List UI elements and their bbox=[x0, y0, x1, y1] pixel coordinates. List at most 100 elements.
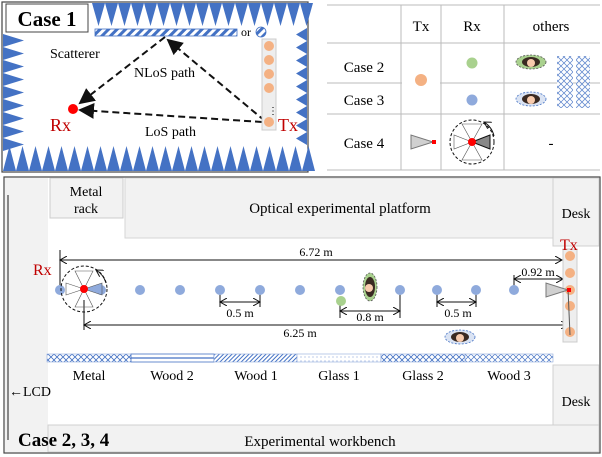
absorber-wedge bbox=[144, 3, 157, 26]
person-blue-icon bbox=[515, 91, 547, 107]
desk-bottom-region bbox=[552, 364, 600, 426]
absorber-wedge bbox=[146, 146, 159, 171]
dim-6-25m-label: 6.25 m bbox=[283, 326, 317, 340]
absorber-wedge bbox=[3, 99, 24, 112]
absorber-wedge bbox=[211, 146, 224, 171]
rx-position bbox=[215, 285, 225, 295]
tx-horn-antenna bbox=[545, 282, 571, 298]
absorber-wedge bbox=[222, 3, 235, 26]
rx-dot bbox=[68, 104, 78, 114]
absorber-wedge bbox=[198, 146, 211, 171]
absorber-wedge bbox=[105, 3, 118, 26]
scatterer-cylinder bbox=[255, 26, 267, 38]
legend-table: Tx Rx others Case 2 Case 3 Case 4 bbox=[327, 4, 600, 171]
scatterer-label: Scatterer bbox=[50, 47, 100, 62]
metal-rack-label-line2: rack bbox=[74, 202, 98, 217]
absorber-wedge bbox=[120, 146, 133, 171]
rx-position bbox=[432, 285, 442, 295]
absorber-wedge bbox=[133, 146, 146, 171]
absorber-wedge bbox=[263, 146, 276, 171]
absorber-wedge bbox=[274, 3, 287, 26]
material-glass-2 bbox=[380, 353, 466, 363]
absorber-wedge bbox=[3, 60, 24, 73]
absorber-wedge bbox=[3, 125, 24, 138]
absorber-wedge bbox=[296, 54, 307, 67]
dim-0-5m-a-label: 0.5 m bbox=[226, 306, 254, 320]
dim-0-92m-label: 0.92 m bbox=[521, 265, 555, 279]
absorber-wedge bbox=[296, 93, 307, 106]
wall-material-icon-2 bbox=[576, 56, 590, 108]
absorber-wedge bbox=[3, 86, 24, 99]
tx-array-element bbox=[264, 41, 274, 51]
absorber-wedge bbox=[157, 3, 170, 26]
absorber-wedge bbox=[92, 3, 105, 26]
optical-platform-region bbox=[124, 177, 554, 239]
absorber-wedge bbox=[3, 34, 24, 47]
absorber-wedge bbox=[296, 132, 307, 145]
lcd-label: ←LCD bbox=[9, 385, 51, 400]
rx-position bbox=[295, 285, 305, 295]
workbench-label: Experimental workbench bbox=[244, 434, 396, 450]
rx-position bbox=[335, 285, 345, 295]
material-label-glass-1: Glass 1 bbox=[318, 369, 360, 384]
row-case2-label: Case 2 bbox=[344, 60, 384, 76]
scatterer-plate bbox=[94, 28, 238, 37]
material-label-wood-1: Wood 1 bbox=[234, 369, 278, 384]
tx-array-element bbox=[565, 301, 575, 311]
absorber-wedge bbox=[159, 146, 172, 171]
absorber-wedge bbox=[196, 3, 209, 26]
tx-array-element bbox=[264, 117, 274, 127]
absorber-wedge bbox=[29, 146, 42, 171]
case1-title-box bbox=[5, 3, 89, 33]
tx-array-element bbox=[264, 83, 274, 93]
row-case3-label: Case 3 bbox=[344, 93, 384, 109]
dim-0-8m-label: 0.8 m bbox=[356, 310, 384, 324]
optical-platform-label: Optical experimental platform bbox=[249, 201, 431, 217]
absorber-wedge bbox=[300, 3, 313, 26]
nlos-path-label: NLoS path bbox=[134, 66, 195, 81]
material-label-wood-3: Wood 3 bbox=[487, 369, 531, 384]
absorber-wedge bbox=[3, 73, 24, 86]
absorber-wedge bbox=[94, 146, 107, 171]
dim-0-5m-b-label: 0.5 m bbox=[444, 306, 472, 320]
rx-rotating-horn bbox=[60, 265, 108, 313]
case234-panel: Metal rack Optical experimental platform… bbox=[3, 176, 601, 454]
person-blue-horizontal bbox=[444, 329, 476, 345]
metal-rack-label-line1: Metal bbox=[70, 185, 103, 200]
header-others: others bbox=[533, 19, 570, 35]
rx-position bbox=[175, 285, 185, 295]
material-label-wood-2: Wood 2 bbox=[150, 369, 194, 384]
rx-blue-dot-icon bbox=[466, 94, 478, 106]
absorber-wedge bbox=[118, 3, 131, 26]
case4-others-value: - bbox=[549, 136, 554, 152]
absorber-wedge bbox=[68, 146, 81, 171]
absorber-wedge bbox=[237, 146, 250, 171]
absorber-wedge bbox=[55, 146, 68, 171]
dim-6-72m-label: 6.72 m bbox=[299, 245, 333, 259]
absorber-wedge bbox=[131, 3, 144, 26]
header-tx: Tx bbox=[413, 19, 430, 35]
desk-top-label: Desk bbox=[562, 207, 591, 222]
materials-wall bbox=[46, 353, 554, 363]
rx-rotating-horn-icon bbox=[449, 119, 495, 165]
rx-position bbox=[255, 285, 265, 295]
case234-title: Case 2, 3, 4 bbox=[18, 430, 110, 451]
rx-label: Rx bbox=[50, 115, 71, 135]
tx-orange-dot-icon bbox=[415, 74, 427, 86]
header-rx: Rx bbox=[463, 19, 481, 35]
material-label-glass-2: Glass 2 bbox=[402, 369, 444, 384]
los-path-label: LoS path bbox=[145, 125, 196, 140]
rx-position bbox=[55, 285, 65, 295]
absorber-wedge bbox=[3, 47, 24, 60]
absorber-wedges bbox=[3, 3, 315, 171]
absorber-wedge bbox=[289, 146, 302, 171]
rx-green-position bbox=[336, 296, 346, 306]
absorber-wedge bbox=[107, 146, 120, 171]
absorber-wedge bbox=[276, 146, 289, 171]
absorber-wedge bbox=[296, 106, 307, 119]
person-green-icon bbox=[515, 54, 547, 70]
absorber-wedge bbox=[42, 146, 55, 171]
rx-position bbox=[395, 285, 405, 295]
absorber-wedge bbox=[3, 112, 24, 125]
